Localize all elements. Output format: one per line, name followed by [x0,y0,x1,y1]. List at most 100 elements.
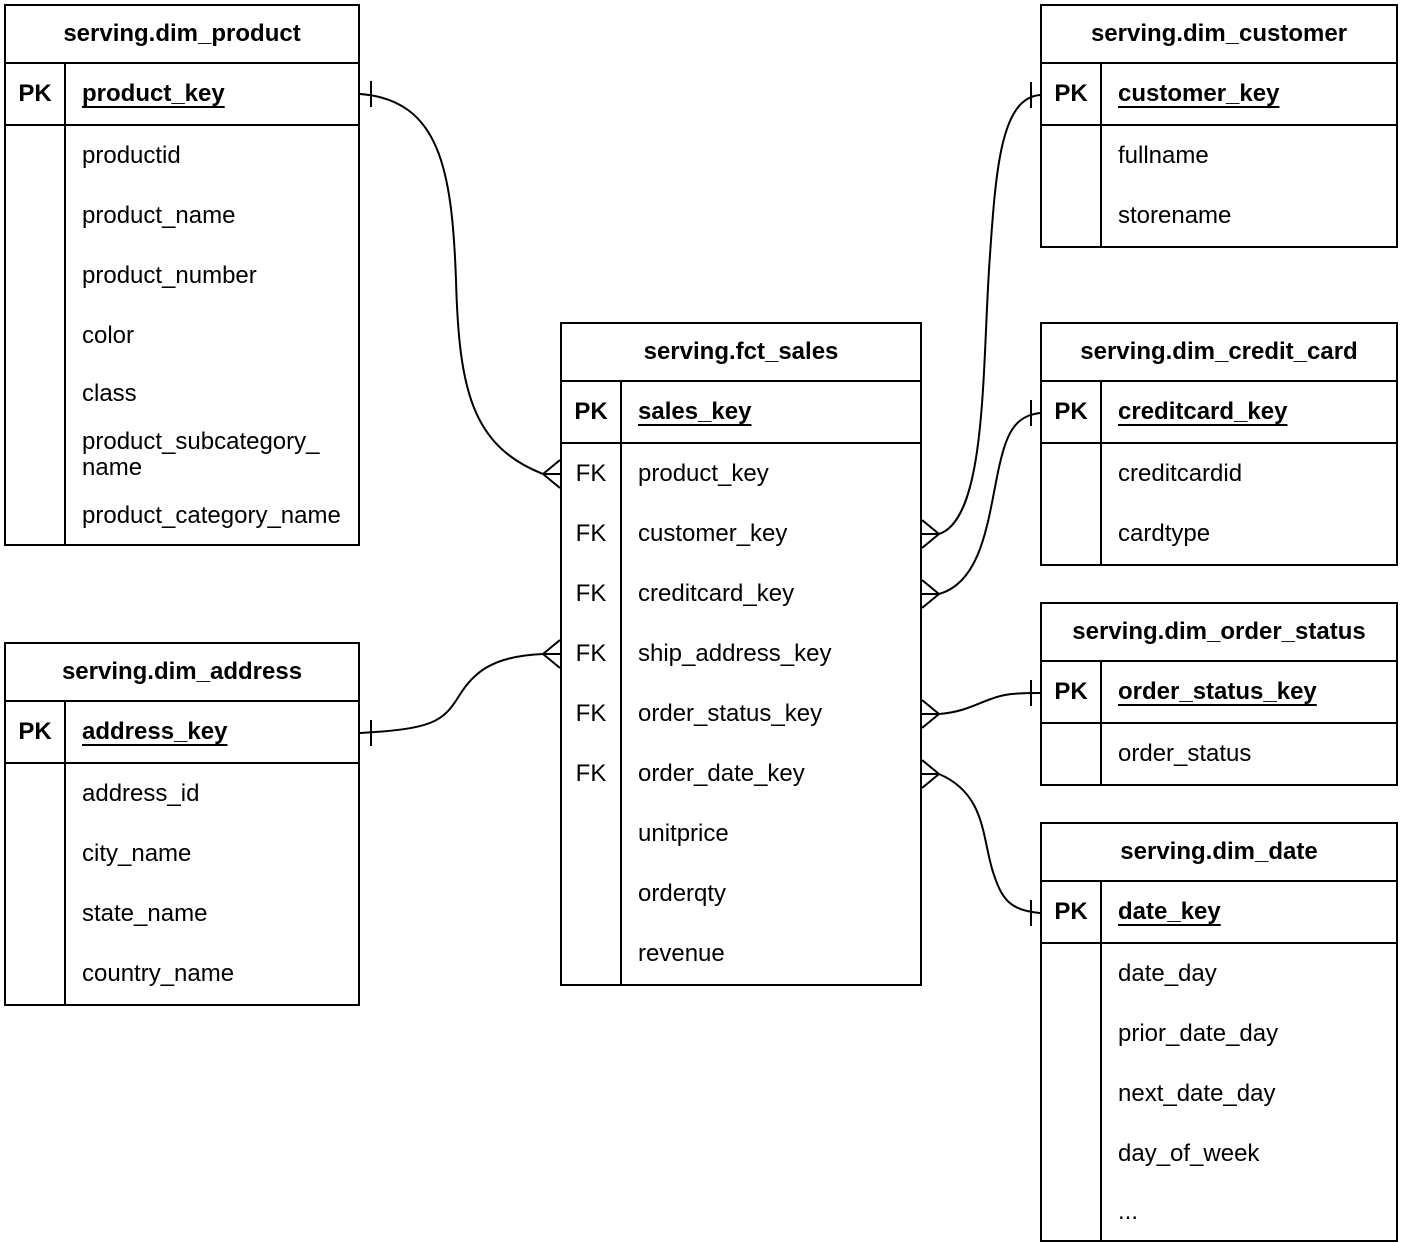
field-row: state_name [6,884,358,944]
field-name: productid [64,126,358,186]
field-name: ... [1100,1184,1396,1240]
field-badge [6,126,64,186]
field-name: next_date_day [1100,1064,1396,1124]
field-row: creditcardid [1042,444,1396,504]
field-row: fullname [1042,126,1396,186]
pk-row: PK creditcard_key [1042,382,1396,444]
field-name: cardtype [1100,504,1396,564]
field-row: FK customer_key [562,504,920,564]
field-row: product_number [6,246,358,306]
field-row: color [6,306,358,366]
pk-field-name: sales_key [620,382,920,442]
pk-badge: PK [1054,398,1088,425]
field-row: next_date_day [1042,1064,1396,1124]
field-row: FK product_key [562,444,920,504]
pk-row: PK sales_key [562,382,920,444]
field-name: ship_address_key [620,624,920,684]
field-row: orderqty [562,864,920,924]
table-title: serving.dim_order_status [1042,604,1396,662]
field-badge [562,804,620,864]
field-badge [1042,126,1100,186]
field-name: class [64,366,358,422]
field-name: product_number [64,246,358,306]
field-badge [6,246,64,306]
field-name: product_name [64,186,358,246]
field-row: prior_date_day [1042,1004,1396,1064]
crow-foot-many-icon [542,459,561,489]
relationship-line [938,412,1041,595]
fk-badge: FK [575,700,607,727]
relationship-creditcard [921,400,1041,609]
relationship-product [359,81,561,489]
field-badge [1042,1004,1100,1064]
field-row: cardtype [1042,504,1396,564]
field-badge [6,884,64,944]
pk-row: PK order_status_key [1042,662,1396,724]
crow-foot-many-icon [921,579,940,609]
field-badge [562,864,620,924]
pk-badge: PK [18,80,52,107]
field-badge [6,764,64,824]
pk-row: PK date_key [1042,882,1396,944]
pk-field-name: creditcard_key [1100,382,1396,442]
field-row: product_category_name [6,488,358,544]
relationship-line [359,93,544,475]
pk-badge: PK [1054,678,1088,705]
field-badge [1042,724,1100,784]
field-row: FK creditcard_key [562,564,920,624]
field-badge [6,488,64,544]
field-row: unitprice [562,804,920,864]
field-name: product_key [620,444,920,504]
pk-field-name: address_key [64,702,358,762]
field-row: FK order_date_key [562,744,920,804]
table-title: serving.dim_customer [1042,6,1396,64]
field-name: order_status [1100,724,1396,784]
field-badge [6,186,64,246]
pk-row: PK customer_key [1042,64,1396,126]
fk-badge: FK [575,460,607,487]
table-title: serving.dim_date [1042,824,1396,882]
field-name: product_subcategory_ name [64,422,358,488]
field-name: prior_date_day [1100,1004,1396,1064]
field-row: productid [6,126,358,186]
field-badge [6,306,64,366]
field-name: unitprice [620,804,920,864]
field-row: class [6,366,358,422]
crow-foot-many-icon [921,759,940,789]
table-serving-dim-credit-card: serving.dim_credit_card PK creditcard_ke… [1040,322,1398,566]
table-title: serving.dim_product [6,6,358,64]
relationship-ship-address [359,639,561,746]
field-name: state_name [64,884,358,944]
fk-badge: FK [575,520,607,547]
field-name: revenue [620,924,920,984]
field-badge [6,824,64,884]
table-title: serving.fct_sales [562,324,920,382]
field-name: customer_key [620,504,920,564]
relationship-line [938,94,1041,535]
table-serving-dim-date: serving.dim_date PK date_key date_day pr… [1040,822,1398,1242]
field-row: product_name [6,186,358,246]
table-serving-fct-sales: serving.fct_sales PK sales_key FK produc… [560,322,922,986]
pk-badge: PK [574,398,608,425]
relationship-customer [921,82,1041,549]
pk-badge: PK [1054,898,1088,925]
field-name: city_name [64,824,358,884]
table-title: serving.dim_credit_card [1042,324,1396,382]
relationship-order-date [921,759,1041,926]
field-badge [1042,1184,1100,1240]
table-serving-dim-customer: serving.dim_customer PK customer_key ful… [1040,4,1398,248]
crow-foot-many-icon [921,519,940,549]
table-serving-dim-address: serving.dim_address PK address_key addre… [4,642,360,1006]
field-name: day_of_week [1100,1124,1396,1184]
crow-foot-many-icon [921,699,940,729]
field-row: revenue [562,924,920,984]
field-name: storename [1100,186,1396,246]
field-name: address_id [64,764,358,824]
field-row: product_subcategory_ name [6,422,358,488]
pk-field-name: date_key [1100,882,1396,942]
field-name: creditcard_key [620,564,920,624]
field-row: city_name [6,824,358,884]
field-name: order_date_key [620,744,920,804]
field-row: ... [1042,1184,1396,1240]
